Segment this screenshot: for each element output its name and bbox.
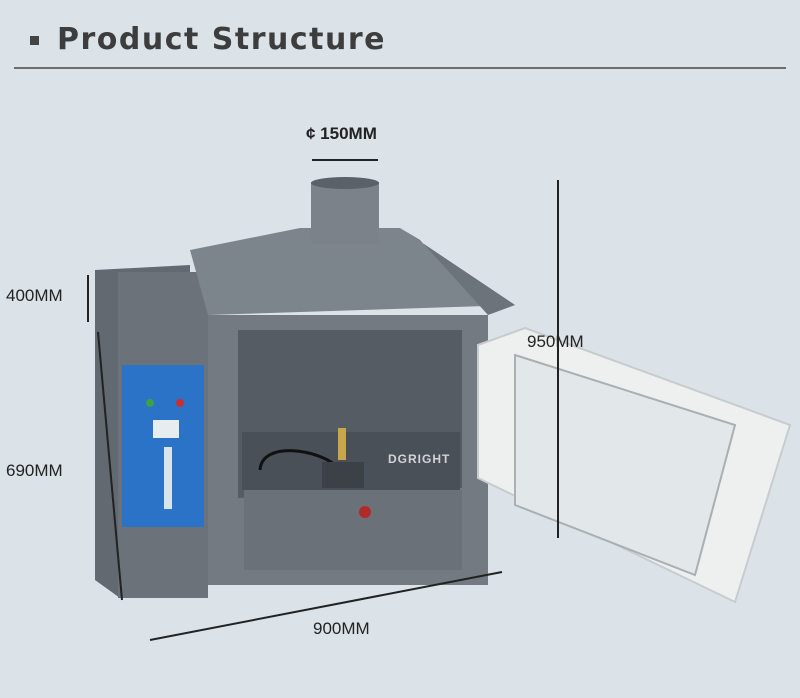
fume-hood [190,228,515,315]
burner-assembly [322,462,364,488]
exhaust-duct-top [311,177,379,189]
start-button-icon [146,399,154,407]
burner-nozzle [338,428,346,460]
page-title: Product Structure [57,22,387,57]
door-window [514,353,737,577]
watermark-text: DGRIGHT [388,452,450,466]
cabinet-dimension-line [97,331,123,601]
stop-button-icon [176,399,184,407]
control-panel [122,365,204,527]
timer-display [153,420,179,438]
width-dimension-line [149,571,503,641]
exhaust-duct [311,182,379,244]
drawer-knob [359,506,371,518]
fume-hood-right [400,228,515,315]
title-bullet [30,36,39,45]
duct-diameter-label: ¢ 150MM [306,124,377,143]
hood-height-label: 400MM [6,286,63,305]
header-divider [14,67,786,69]
dimension-lines [87,159,559,641]
drawer-panel [244,490,462,570]
cabinet-height-label: 690MM [6,461,63,480]
header: Product Structure [0,0,800,70]
flowmeter [164,447,172,509]
width-label: 900MM [313,619,370,638]
gas-hose [258,449,338,471]
total-height-label: 950MM [527,332,584,351]
